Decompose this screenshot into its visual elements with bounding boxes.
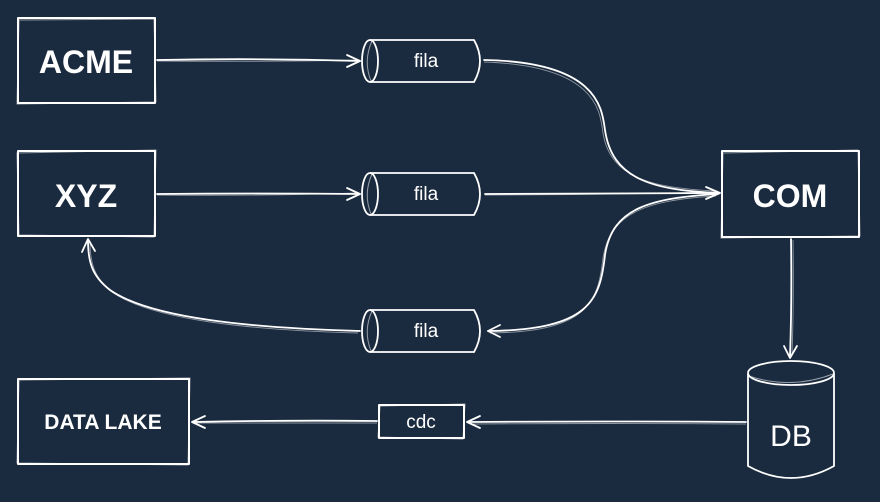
edge-db-to-cdc [466,415,747,429]
node-acme-label: ACME [39,44,133,80]
com-incoming-arrowhead [705,186,721,200]
node-data-lake[interactable]: DATA LAKE [16,377,191,466]
edge-fila-3-to-xyz [81,238,361,334]
queue-cdc[interactable]: cdc [377,403,466,440]
queue-fila-1[interactable]: fila [361,39,481,83]
queue-fila-1-label: fila [414,51,439,72]
queue-fila-2[interactable]: fila [361,172,481,216]
node-com-label: COM [753,178,828,214]
node-db-label: DB [770,420,812,453]
node-acme[interactable]: ACME [16,17,157,105]
edge-xyz-to-fila-2 [156,187,361,201]
queue-fila-3-label: fila [414,321,439,342]
queue-cdc-label: cdc [406,412,436,433]
node-xyz[interactable]: XYZ [16,149,157,238]
node-com[interactable]: COM [720,149,861,239]
edge-com-to-db [783,238,798,359]
node-db[interactable]: DB [747,360,835,479]
node-data-lake-label: DATA LAKE [44,411,161,434]
edge-fila-2-to-com [484,191,719,196]
edge-fila-1-to-com [483,59,719,194]
edge-cdc-to-data-lake [191,415,378,429]
node-xyz-label: XYZ [55,178,117,214]
edge-acme-to-fila-1 [156,54,361,68]
queue-fila-3[interactable]: fila [361,309,481,353]
queue-fila-2-label: fila [414,184,439,205]
edge-com-to-fila-3 [487,193,719,338]
